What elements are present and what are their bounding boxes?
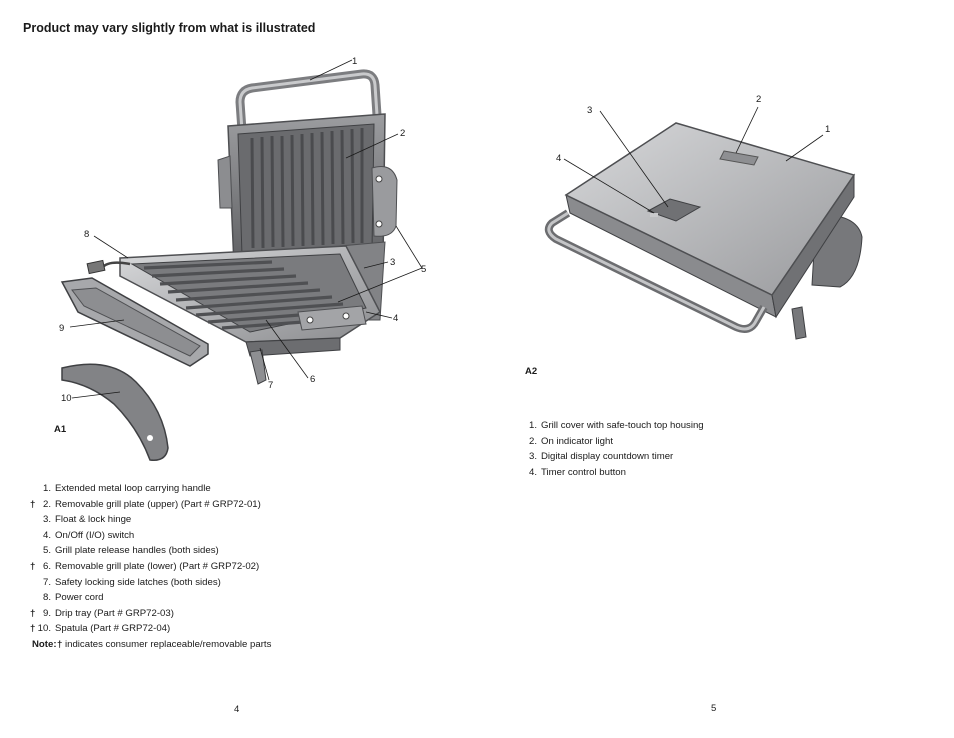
figure-a1-label: A1 — [54, 424, 67, 435]
note-text: indicates consumer replaceable/removable… — [65, 638, 272, 650]
item-number: 2. — [42, 498, 51, 510]
a1-callout-3: 3 — [390, 257, 396, 268]
item-text: Timer control button — [541, 466, 626, 478]
dagger-mark: † — [30, 607, 36, 619]
item-number: 8. — [42, 592, 51, 604]
item-number: 4. — [42, 529, 51, 541]
item-number: 2. — [528, 435, 537, 447]
list-item: 4. On/Off (I/O) switch — [30, 528, 350, 544]
item-number: 6. — [42, 560, 51, 572]
item-number: 1. — [42, 483, 51, 494]
a1-callout-10: 10 — [61, 393, 72, 404]
item-text: Drip tray (Part # GRP72-03) — [55, 607, 174, 619]
list-item: 7. Safety locking side latches (both sid… — [30, 575, 350, 591]
a1-callout-9: 9 — [59, 323, 65, 334]
a2-callout-3: 3 — [587, 105, 593, 116]
item-text: On/Off (I/O) switch — [55, 529, 135, 541]
list-item: 8. Power cord — [30, 590, 350, 606]
item-text: Power cord — [55, 592, 104, 604]
a1-callout-2: 2 — [400, 128, 406, 139]
item-number: 10. — [37, 623, 51, 635]
item-number: 3. — [528, 451, 537, 463]
list-item: 1. Extended metal loop carrying handle — [30, 481, 350, 497]
list-item: † 2. Removable grill plate (upper) (Part… — [30, 497, 350, 513]
list-item: † 6. Removable grill plate (lower) (Part… — [30, 559, 350, 575]
note-line: Note: † indicates consumer replaceable/r… — [30, 637, 350, 653]
list-item: 5. Grill plate release handles (both sid… — [30, 543, 350, 559]
item-number: 4. — [528, 466, 537, 478]
item-text: Grill plate release handles (both sides) — [55, 545, 219, 557]
item-text: Digital display countdown timer — [541, 451, 674, 463]
list-item: 4. Timer control button — [520, 465, 840, 481]
item-text: Grill cover with safe-touch top housing — [541, 420, 704, 431]
figure-a2-leaders — [563, 106, 824, 214]
list-item: † 9. Drip tray (Part # GRP72-03) — [30, 606, 350, 622]
dagger-mark: † — [30, 560, 36, 572]
item-number: 7. — [42, 576, 51, 588]
figure-a1-open-grill — [60, 59, 423, 461]
list-item: 2. On indicator light — [520, 434, 840, 450]
parts-list-a2: 1. Grill cover with safe-touch top housi… — [520, 418, 840, 480]
a1-callout-4: 4 — [393, 313, 399, 324]
note-label: Note: — [32, 638, 57, 650]
item-text: Extended metal loop carrying handle — [55, 483, 211, 494]
page-heading: Product may vary slightly from what is i… — [23, 21, 316, 35]
page-number-right: 5 — [711, 703, 717, 714]
item-number: 9. — [42, 607, 51, 619]
dagger-mark: † — [30, 623, 36, 635]
item-number: 1. — [528, 420, 537, 431]
item-text: Spatula (Part # GRP72-04) — [55, 623, 171, 635]
item-number: 3. — [42, 514, 51, 526]
list-item: 3. Digital display countdown timer — [520, 449, 840, 465]
a1-callout-6: 6 — [310, 374, 316, 385]
list-item: 3. Float & lock hinge — [30, 512, 350, 528]
a1-callout-8: 8 — [84, 229, 90, 240]
figure-a2-closed-grill — [544, 122, 863, 340]
item-text: Safety locking side latches (both sides) — [55, 576, 221, 588]
a1-callout-7: 7 — [268, 380, 274, 391]
item-text: Removable grill plate (lower) (Part # GR… — [55, 560, 260, 572]
item-text: On indicator light — [541, 435, 613, 447]
item-text: Float & lock hinge — [55, 514, 132, 526]
a1-callout-1: 1 — [352, 56, 358, 67]
page-number-left: 4 — [234, 704, 240, 715]
list-item: † 10. Spatula (Part # GRP72-04) — [30, 621, 350, 637]
figure-a2-label: A2 — [525, 366, 538, 377]
item-text: Removable grill plate (upper) (Part # GR… — [55, 498, 261, 510]
item-number: 5. — [42, 545, 51, 557]
parts-list-a1: 1. Extended metal loop carrying handle †… — [30, 481, 350, 653]
dagger-mark: † — [30, 498, 36, 510]
a1-callout-5: 5 — [421, 264, 427, 275]
note-dagger: † — [57, 638, 63, 650]
a2-callout-4: 4 — [556, 153, 562, 164]
a2-callout-1: 1 — [825, 124, 831, 135]
list-item: 1. Grill cover with safe-touch top housi… — [520, 418, 840, 434]
a2-callout-2: 2 — [756, 94, 762, 105]
